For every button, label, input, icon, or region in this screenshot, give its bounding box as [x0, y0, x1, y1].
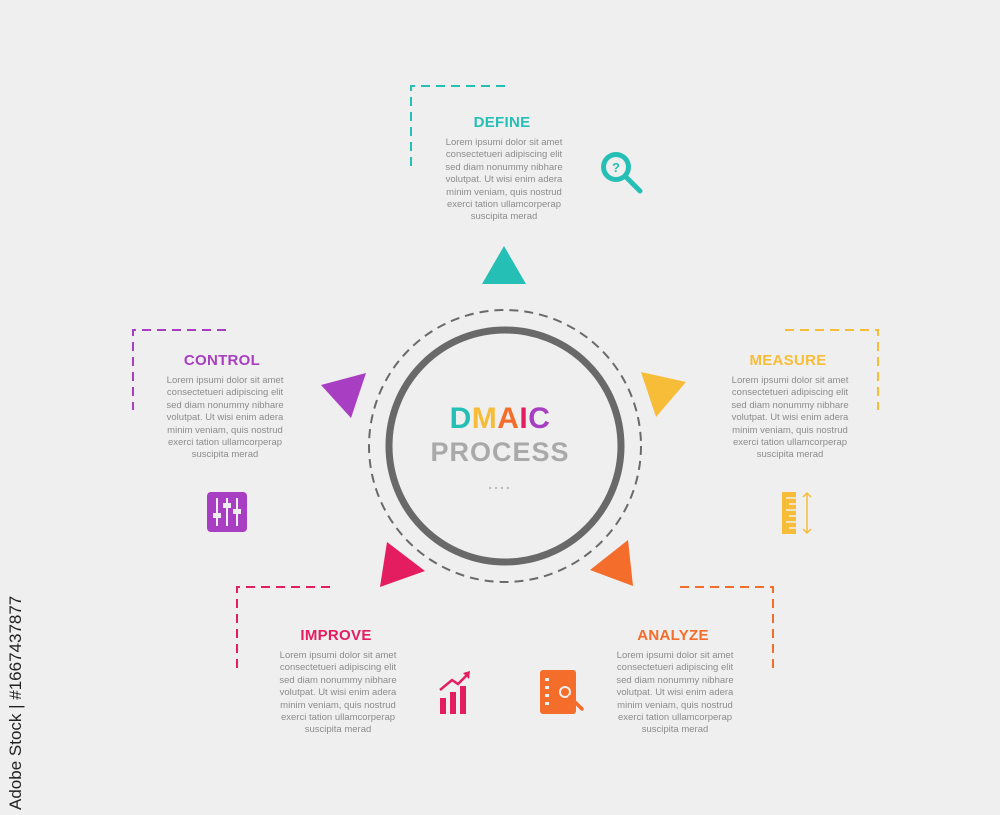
define-bracket: [410, 85, 505, 168]
improve-arrow: [380, 542, 425, 587]
measure-body: Lorem ipsumi dolor sit amet consectetuer…: [715, 375, 865, 462]
define-body-line: exerci tation ullamcorperap: [446, 199, 562, 211]
analyze-body-line: minim veniam, quis nostrud: [617, 699, 733, 711]
measure-body-line: minim veniam, quis nostrud: [732, 424, 848, 436]
control-body-line: Lorem ipsumi dolor sit amet: [166, 375, 284, 386]
improve-body-line: suscipita merad: [304, 724, 372, 736]
control-arrow: [321, 373, 366, 418]
analyze-body-line: exerci tation ullamcorperap: [617, 712, 733, 724]
measure-arrow: [641, 372, 686, 417]
define-body: Lorem ipsumi dolor sit amet consectetuer…: [429, 137, 579, 224]
measure-body-line: sed diam nonummy nibhare: [731, 399, 849, 411]
title-letter-c: C: [528, 402, 551, 435]
measure-title: MEASURE: [749, 352, 827, 369]
center-dashed-ring: [368, 309, 642, 583]
title-letter-a: A: [497, 402, 520, 435]
define-body-line: Lorem ipsumi dolor sit amet: [445, 137, 563, 148]
improve-body-line: sed diam nonummy nibhare: [279, 674, 397, 686]
define-title: DEFINE: [473, 114, 531, 131]
center-subtitle: PROCESS: [430, 437, 570, 467]
improve-body-line: exerci tation ullamcorperap: [280, 712, 396, 724]
control-title: CONTROL: [183, 352, 261, 369]
analyze-body-line: consectetueri adipiscing elit: [616, 662, 734, 674]
improve-body-line: minim veniam, quis nostrud: [280, 699, 396, 711]
sliders-icon: [207, 492, 247, 532]
center-ring: [385, 326, 625, 566]
control-body-line: minim veniam, quis nostrud: [167, 424, 283, 436]
define-arrow: [482, 246, 526, 284]
improve-body-line: consectetueri adipiscing elit: [279, 662, 397, 674]
control-body: Lorem ipsumi dolor sit amet consectetuer…: [150, 375, 300, 462]
document-search-icon: [540, 670, 584, 714]
title-letter-d: D: [449, 402, 472, 435]
improve-body-line: volutpat. Ut wisi enim adera: [279, 687, 397, 699]
analyze-title: ANALYZE: [637, 627, 709, 644]
define-body-line: consectetueri adipiscing elit: [445, 149, 563, 161]
analyze-body-line: Lorem ipsumi dolor sit amet: [616, 650, 734, 661]
improve-title: IMPROVE: [300, 627, 372, 644]
measure-body-line: volutpat. Ut wisi enim adera: [731, 412, 849, 424]
measure-body-line: suscipita merad: [756, 449, 824, 461]
improve-body: Lorem ipsumi dolor sit amet consectetuer…: [263, 650, 413, 737]
analyze-arrow: [590, 540, 633, 586]
measure-body-line: Lorem ipsumi dolor sit amet: [731, 375, 849, 386]
svg-text:?: ?: [612, 160, 620, 175]
control-bracket: [132, 329, 226, 410]
improve-bracket: [236, 586, 330, 668]
title-letter-m: M: [471, 402, 498, 435]
analyze-bracket: [680, 586, 774, 668]
measure-body-line: exerci tation ullamcorperap: [732, 437, 848, 449]
magnifier-question-icon: ?: [601, 152, 643, 194]
control-body-line: exerci tation ullamcorperap: [167, 437, 283, 449]
control-body-line: volutpat. Ut wisi enim adera: [166, 412, 284, 424]
improve-body-line: Lorem ipsumi dolor sit amet: [279, 650, 397, 661]
ruler-icon: [782, 491, 812, 535]
measure-body-line: consectetueri adipiscing elit: [731, 387, 849, 399]
analyze-body-line: sed diam nonummy nibhare: [616, 674, 734, 686]
analyze-body-line: suscipita merad: [641, 724, 709, 736]
analyze-body-line: volutpat. Ut wisi enim adera: [616, 687, 734, 699]
analyze-body: Lorem ipsumi dolor sit amet consectetuer…: [600, 650, 750, 737]
center-dots: ....: [488, 476, 512, 492]
control-body-line: consectetueri adipiscing elit: [166, 387, 284, 399]
center-title: DMAIC: [400, 402, 600, 436]
define-body-line: suscipita merad: [470, 211, 538, 223]
define-body-line: sed diam nonummy nibhare: [445, 161, 563, 173]
measure-bracket: [785, 329, 879, 410]
title-letter-i: I: [519, 402, 529, 435]
define-body-line: volutpat. Ut wisi enim adera: [445, 174, 563, 186]
control-body-line: sed diam nonummy nibhare: [166, 399, 284, 411]
stock-watermark: Adobe Stock | #1667437877: [6, 595, 25, 810]
define-body-line: minim veniam, quis nostrud: [446, 186, 562, 198]
control-body-line: suscipita merad: [191, 449, 259, 461]
growth-chart-icon: [439, 671, 470, 714]
